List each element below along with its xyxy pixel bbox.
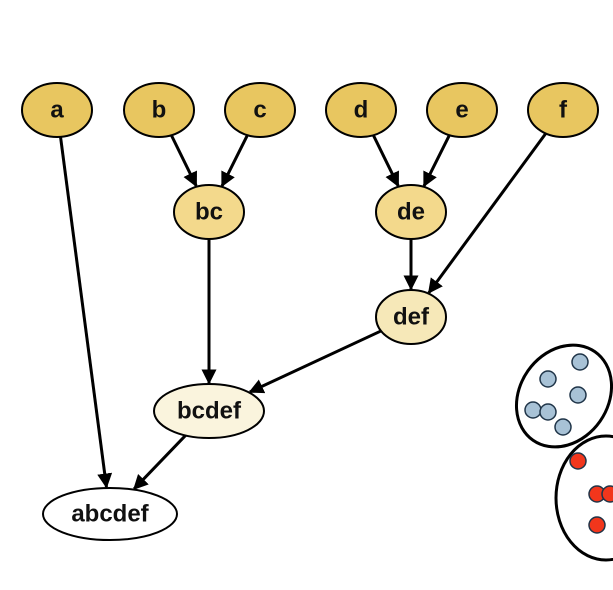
node-c-label: c: [253, 97, 266, 124]
blue-point-5: [539, 403, 557, 421]
edges-layer: [59, 132, 547, 490]
node-bc-shape: [173, 184, 245, 240]
node-d: d: [325, 82, 397, 138]
node-a: a: [21, 82, 93, 138]
node-e-shape: [426, 82, 498, 138]
blue-point-4: [524, 401, 542, 419]
blue-point-6: [554, 418, 572, 436]
blue-cluster-points: [524, 353, 589, 436]
edge-def-to-bcdef: [248, 329, 382, 394]
clusters-illustration: [514, 343, 613, 562]
edge-a-to-abcdef: [59, 136, 113, 489]
node-def: def: [375, 289, 447, 345]
edge-f-to-def: [427, 132, 547, 294]
node-d-shape: [325, 82, 397, 138]
node-c: c: [224, 82, 296, 138]
red-point-4: [588, 516, 606, 534]
node-abcdef-shape: [42, 487, 178, 541]
node-a-label: a: [50, 97, 64, 124]
red-point-3: [601, 485, 613, 503]
blue-point-2: [571, 353, 589, 371]
edge-b-to-bc: [170, 134, 198, 188]
edge-d-to-de: [372, 134, 400, 188]
blue-cluster-outline: [514, 343, 613, 449]
node-bcdef-label: bcdef: [177, 398, 242, 425]
node-b-label: b: [152, 97, 167, 124]
red-cluster-points: [569, 452, 613, 534]
node-e: e: [426, 82, 498, 138]
edge-e-to-de: [422, 134, 451, 188]
node-b: b: [123, 82, 195, 138]
node-de: de: [375, 184, 447, 240]
node-bc-label: bc: [195, 199, 223, 226]
node-f-shape: [527, 82, 599, 138]
red-point-1: [569, 452, 587, 470]
node-def-shape: [375, 289, 447, 345]
node-bcdef: bcdef: [153, 383, 265, 439]
node-abcdef: abcdef: [42, 487, 178, 541]
node-de-label: de: [397, 199, 425, 226]
node-d-label: d: [354, 97, 369, 124]
node-b-shape: [123, 82, 195, 138]
node-e-label: e: [455, 97, 468, 124]
node-abcdef-label: abcdef: [71, 501, 149, 528]
blue-point-3: [569, 386, 587, 404]
node-c-shape: [224, 82, 296, 138]
node-f: f: [527, 82, 599, 138]
edge-bcdef-to-abcdef: [133, 434, 187, 490]
node-de-shape: [375, 184, 447, 240]
node-bcdef-shape: [153, 383, 265, 439]
blue-point-1: [539, 370, 557, 388]
node-def-label: def: [393, 304, 430, 331]
node-f-label: f: [559, 97, 568, 124]
node-a-shape: [21, 82, 93, 138]
edge-c-to-bc: [220, 134, 249, 188]
node-bc: bc: [173, 184, 245, 240]
